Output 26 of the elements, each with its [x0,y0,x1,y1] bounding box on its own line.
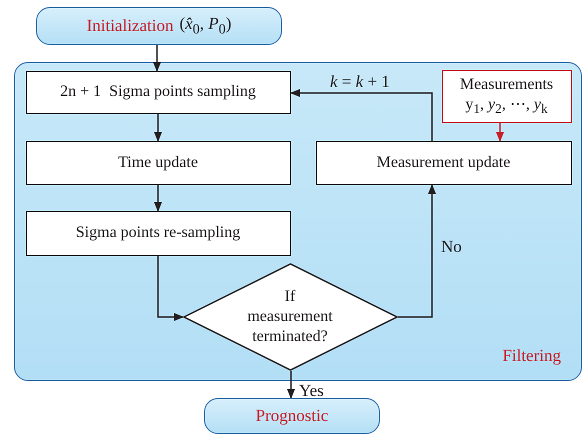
arrow [154,114,162,142]
process-box: Measurement update [316,140,572,184]
edge-label: Yes [299,381,324,401]
edge-label: k = k + 1 [330,72,390,92]
arrow [398,184,436,318]
input-title: Measurements [460,75,554,94]
terminal-label: Prognostic [256,406,328,426]
parameter-label: (x̂$_{0}$, P$_{0}$) [179,14,232,38]
arrow [154,185,162,212]
process-box: Sigma points re-sampling [26,210,290,256]
arrow [157,256,184,321]
arrow [287,371,295,399]
arrow [290,89,433,141]
group-panel [14,62,582,381]
terminal-box [36,7,282,45]
arrow [153,45,161,72]
terminal-box [204,398,380,434]
arrow [496,123,504,142]
group-title: Filtering [502,346,561,366]
edge-label: No [441,237,462,257]
decision-text: If measurement terminated? [246,286,334,346]
process-box: 2n + 1 Sigma points sampling [26,70,290,114]
input-values: y$_{1}$, y$_{2}$, ⋯, y$_{k}$ [465,94,548,117]
input-box [442,70,572,122]
terminal-label: Initialization [86,16,174,36]
process-box: Time update [26,140,290,184]
